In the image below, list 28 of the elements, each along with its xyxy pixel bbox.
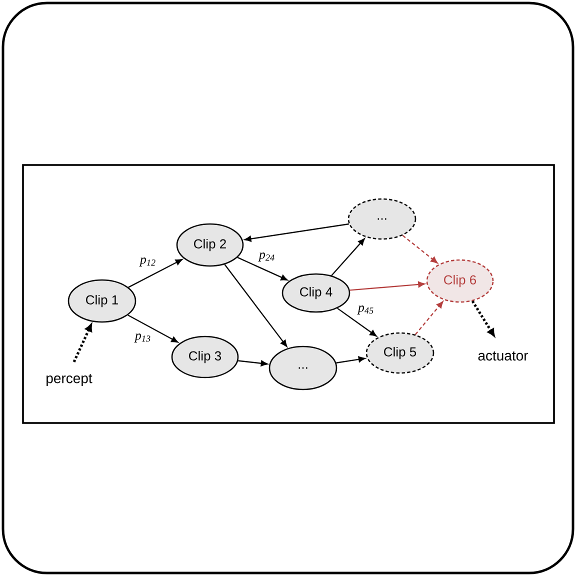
arrow xyxy=(336,356,366,364)
arrow xyxy=(244,223,349,242)
ellipse-node: Clip 2 xyxy=(176,223,244,267)
ellipse-node: Clip 4 xyxy=(282,273,350,313)
text-label: actuator xyxy=(478,351,528,361)
ellipse-node: ... xyxy=(348,198,416,240)
arrow xyxy=(224,264,288,347)
text-label: percept xyxy=(46,374,92,386)
arrow xyxy=(237,256,288,281)
arrow xyxy=(350,281,425,291)
ellipse-node: Clip 6 xyxy=(426,259,494,303)
edge-label: p$_{12}$ xyxy=(138,256,158,268)
ellipse-node: Clip 5 xyxy=(366,332,434,374)
arrow xyxy=(331,238,365,276)
dashed-arrow xyxy=(414,301,444,335)
arrow xyxy=(128,259,182,288)
arrow xyxy=(238,360,268,366)
arrow xyxy=(128,314,178,343)
edge-label: p$_{45}$ xyxy=(356,304,376,316)
arrow xyxy=(337,308,377,337)
edge-label: p$_{24}$ xyxy=(258,252,276,262)
ellipse-node: ... xyxy=(268,346,338,390)
dashed-arrow xyxy=(402,234,438,264)
ellipse-node: Clip 1 xyxy=(68,279,136,323)
dotted-arrow xyxy=(72,324,92,362)
edge-label: p$_{13}$ xyxy=(134,332,152,344)
dotted-arrow xyxy=(471,300,495,336)
ellipse-node: Clip 3 xyxy=(171,336,239,378)
